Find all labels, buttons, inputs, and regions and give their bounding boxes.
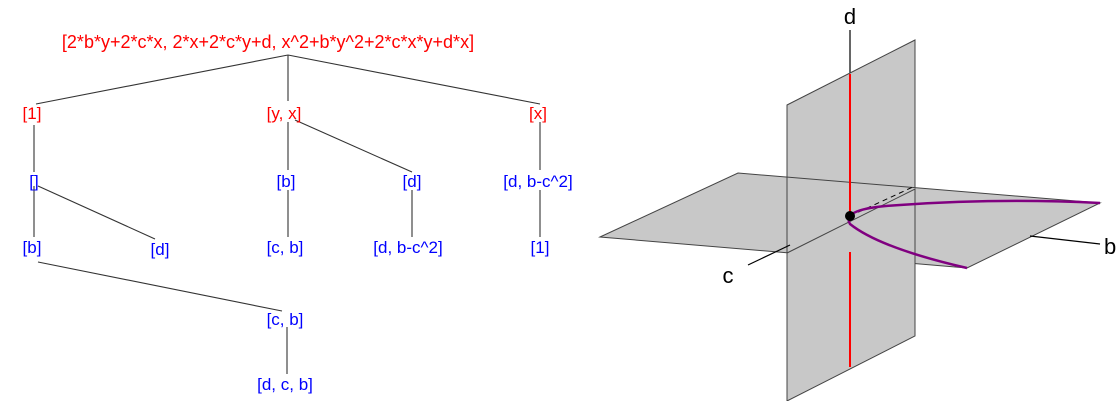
edge-empty-to-d: [37, 185, 156, 240]
tree-node-d-c-b: [d, c, b]: [257, 375, 313, 394]
tree-node-d: [d]: [403, 172, 422, 191]
axis-label-b: b: [1104, 234, 1116, 259]
tree-root-node: [2*b*y+2*c*x, 2*x+2*c*y+d, x^2+b*y^2+2*c…: [62, 32, 474, 52]
c-axis-front: [747, 244, 791, 266]
tree-node-yx: [y, x]: [267, 104, 302, 123]
tree-node-d-b-c2-leaf: [d, b-c^2]: [373, 238, 442, 257]
tree-node-empty: []: [29, 172, 38, 191]
parabola-curve: [847, 199, 1101, 270]
edge-b-to-cb: [37, 261, 283, 312]
tree-node-d-b-c2: [d, b-c^2]: [503, 172, 572, 191]
edge-yx-to-d: [294, 119, 413, 173]
b-axis: [1029, 235, 1101, 245]
axis-label-c: c: [723, 263, 734, 288]
tree-node-c-b-deep: [c, b]: [267, 310, 304, 329]
tree-node-b-leaf: [b]: [23, 238, 42, 257]
axis-label-d: d: [844, 4, 856, 29]
tree-diagram: [2*b*y+2*c*x, 2*x+2*c*y+d, x^2+b*y^2+2*c…: [23, 32, 573, 394]
tree-node-b: [b]: [277, 172, 296, 191]
tree-node-1: [1]: [23, 104, 42, 123]
tree-node-d-leaf: [d]: [151, 240, 170, 259]
tree-node-x: [x]: [529, 104, 547, 123]
edge-root-to-1: [35, 54, 289, 105]
tree-node-1-leaf: [1]: [531, 238, 550, 257]
origin-point: [845, 211, 855, 221]
tree-node-c-b: [c, b]: [267, 238, 304, 257]
planes-diagram: d b c: [598, 4, 1116, 402]
tree-edges: [33, 54, 541, 374]
edge-root-to-x: [287, 54, 541, 105]
